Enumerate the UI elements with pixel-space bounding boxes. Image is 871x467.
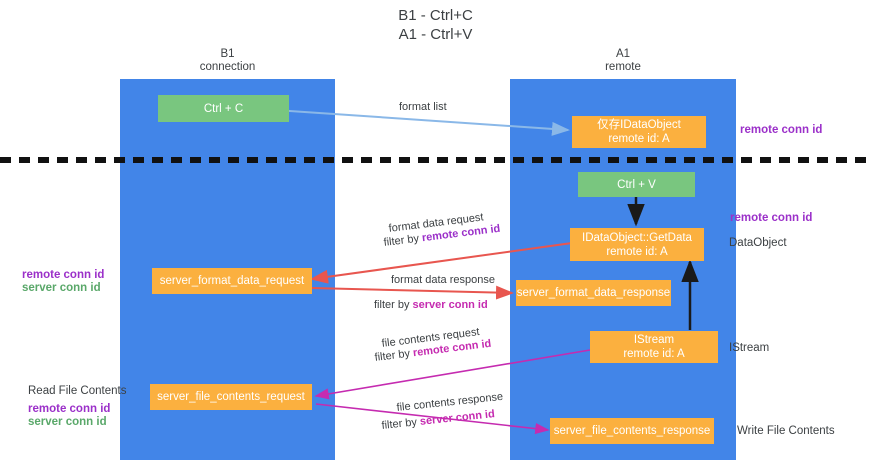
label-istream: IStream xyxy=(729,342,770,354)
node-server-file-contents-request-label: server_file_contents_request xyxy=(157,391,305,403)
node-server-file-contents-response[interactable]: server_file_contents_response xyxy=(550,418,714,444)
node-idataobject-title: 仅存IDataObject xyxy=(597,119,681,131)
node-getdata-title: IDataObject::GetData xyxy=(582,231,692,244)
node-istream[interactable]: IStream remote id: A xyxy=(590,331,718,363)
node-istream-title: IStream xyxy=(633,334,675,346)
column-a1-sub: remote xyxy=(605,61,641,73)
node-idataobject-remote[interactable]: 仅存IDataObject remote id: A xyxy=(572,116,706,148)
node-server-file-contents-response-label: server_file_contents_response xyxy=(553,425,711,437)
arrow-format-data-request xyxy=(310,242,573,284)
node-idataobject-remote-id: remote id: A xyxy=(608,133,670,145)
arrow-format-list xyxy=(274,109,570,136)
process-boundary-divider xyxy=(0,157,871,163)
node-server-format-data-response-label: server_format_data_response xyxy=(516,287,671,299)
caption-format-data-response: format data response xyxy=(391,274,495,286)
arrow-file-contents-response xyxy=(315,403,550,435)
node-server-file-contents-request[interactable]: server_file_contents_request xyxy=(150,384,312,410)
label-left-server-conn-id-1: server conn id xyxy=(22,282,101,294)
column-a1-name: A1 xyxy=(615,48,631,60)
node-ctrl-v-label: Ctrl + V xyxy=(617,178,656,191)
node-server-format-data-request[interactable]: server_format_data_request xyxy=(152,268,312,294)
node-ctrl-c-label: Ctrl + C xyxy=(203,102,244,115)
caption-format-data-response-filter: filter by server conn id xyxy=(374,299,488,312)
label-data-object: DataObject xyxy=(729,237,787,249)
column-header-b1: B1 connection xyxy=(120,48,335,74)
column-b1-sub: connection xyxy=(199,61,256,73)
column-b1-name: B1 xyxy=(220,48,235,60)
diagram-title: B1 - Ctrl+C A1 - Ctrl+V xyxy=(0,6,871,44)
arrow-file-contents-request xyxy=(314,349,591,400)
node-ctrl-c[interactable]: Ctrl + C xyxy=(158,95,289,122)
node-server-format-data-response[interactable]: server_format_data_response xyxy=(516,280,671,306)
caption-filter-prefix-4: filter by xyxy=(381,415,421,432)
node-idataobject-getdata[interactable]: IDataObject::GetData remote id: A xyxy=(570,228,704,261)
label-left-server-conn-id-2: server conn id xyxy=(28,416,107,428)
label-read-file-contents: Read File Contents xyxy=(28,385,127,397)
node-getdata-remote-id: remote id: A xyxy=(606,245,668,258)
arrow-format-data-response xyxy=(311,285,514,300)
node-server-format-data-request-label: server_format_data_request xyxy=(159,275,305,287)
label-remote-conn-id-top: remote conn id xyxy=(740,124,823,136)
title-line-2: A1 - Ctrl+V xyxy=(398,26,473,43)
label-remote-conn-id-mid: remote conn id xyxy=(730,212,813,224)
caption-format-list: format list xyxy=(399,101,447,113)
column-header-a1: A1 remote xyxy=(510,48,736,74)
caption-filter-prefix-2: filter by xyxy=(374,299,413,311)
label-left-remote-conn-id-1: remote conn id xyxy=(22,269,105,281)
node-istream-remote-id: remote id: A xyxy=(623,348,685,360)
title-line-1: B1 - Ctrl+C xyxy=(398,7,473,24)
caption-filter-value-2: server conn id xyxy=(412,299,488,311)
label-left-remote-conn-id-2: remote conn id xyxy=(28,403,111,415)
label-write-file-contents: Write File Contents xyxy=(737,425,835,437)
node-ctrl-v[interactable]: Ctrl + V xyxy=(578,172,695,197)
